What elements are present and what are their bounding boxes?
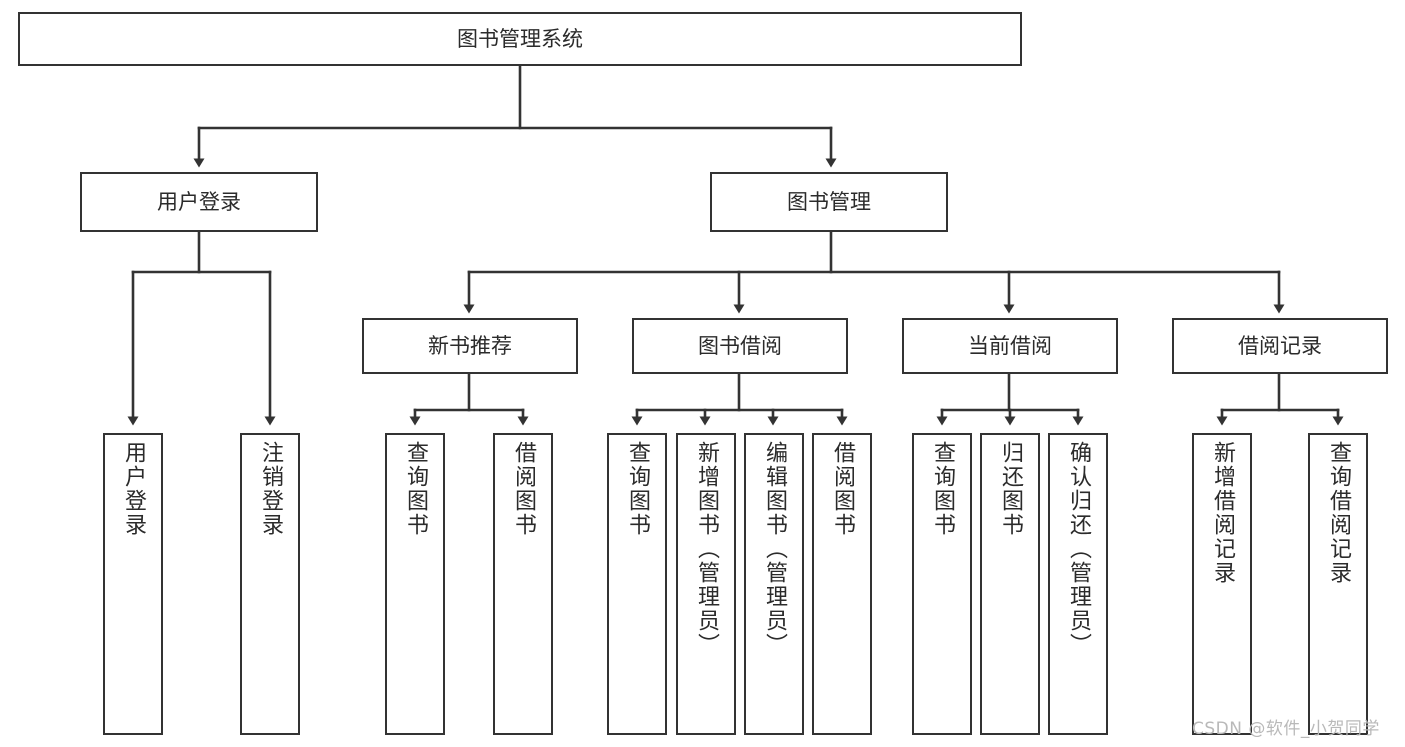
node-new-book-recommend[interactable]: 新书推荐	[362, 318, 578, 374]
leaf-borrow-book-1-label: 借阅图书	[511, 441, 536, 537]
node-borrow-record-label: 借阅记录	[1238, 333, 1322, 358]
leaf-query-book-2-label: 查询图书	[625, 441, 650, 537]
leaf-user-login-label: 用户登录	[121, 441, 146, 537]
node-book-borrow[interactable]: 图书借阅	[632, 318, 848, 374]
leaf-confirm-return-label: 确认归还（管理员）	[1066, 441, 1091, 657]
leaf-borrow-book-1[interactable]: 借阅图书	[493, 433, 553, 735]
leaf-query-book-3[interactable]: 查询图书	[912, 433, 972, 735]
leaf-add-record-label: 新增借阅记录	[1210, 441, 1235, 585]
leaf-edit-book[interactable]: 编辑图书（管理员）	[744, 433, 804, 735]
node-user-login-label: 用户登录	[157, 189, 241, 214]
leaf-return-book-label: 归还图书	[998, 441, 1023, 537]
node-new-book-recommend-label: 新书推荐	[428, 333, 512, 358]
leaf-borrow-book-2-label: 借阅图书	[830, 441, 855, 537]
node-borrow-record[interactable]: 借阅记录	[1172, 318, 1388, 374]
leaf-query-book-2[interactable]: 查询图书	[607, 433, 667, 735]
node-root[interactable]: 图书管理系统	[18, 12, 1022, 66]
leaf-confirm-return[interactable]: 确认归还（管理员）	[1048, 433, 1108, 735]
leaf-borrow-book-2[interactable]: 借阅图书	[812, 433, 872, 735]
leaf-query-book-3-label: 查询图书	[930, 441, 955, 537]
node-user-login[interactable]: 用户登录	[80, 172, 318, 232]
leaf-user-logout-label: 注销登录	[258, 441, 283, 537]
leaf-query-record-label: 查询借阅记录	[1326, 441, 1351, 585]
leaf-user-logout[interactable]: 注销登录	[240, 433, 300, 735]
leaf-return-book[interactable]: 归还图书	[980, 433, 1040, 735]
node-book-borrow-label: 图书借阅	[698, 333, 782, 358]
leaf-query-book-1-label: 查询图书	[403, 441, 428, 537]
leaf-query-book-1[interactable]: 查询图书	[385, 433, 445, 735]
leaf-add-book[interactable]: 新增图书（管理员）	[676, 433, 736, 735]
node-book-manage[interactable]: 图书管理	[710, 172, 948, 232]
leaf-add-book-label: 新增图书（管理员）	[694, 441, 719, 657]
node-current-borrow-label: 当前借阅	[968, 333, 1052, 358]
leaf-add-record[interactable]: 新增借阅记录	[1192, 433, 1252, 735]
node-root-label: 图书管理系统	[457, 26, 583, 51]
node-book-manage-label: 图书管理	[787, 189, 871, 214]
leaf-query-record[interactable]: 查询借阅记录	[1308, 433, 1368, 735]
node-current-borrow[interactable]: 当前借阅	[902, 318, 1118, 374]
leaf-edit-book-label: 编辑图书（管理员）	[762, 441, 787, 657]
csdn-watermark: CSDN @软件_小贺同学	[1192, 719, 1380, 739]
leaf-user-login[interactable]: 用户登录	[103, 433, 163, 735]
